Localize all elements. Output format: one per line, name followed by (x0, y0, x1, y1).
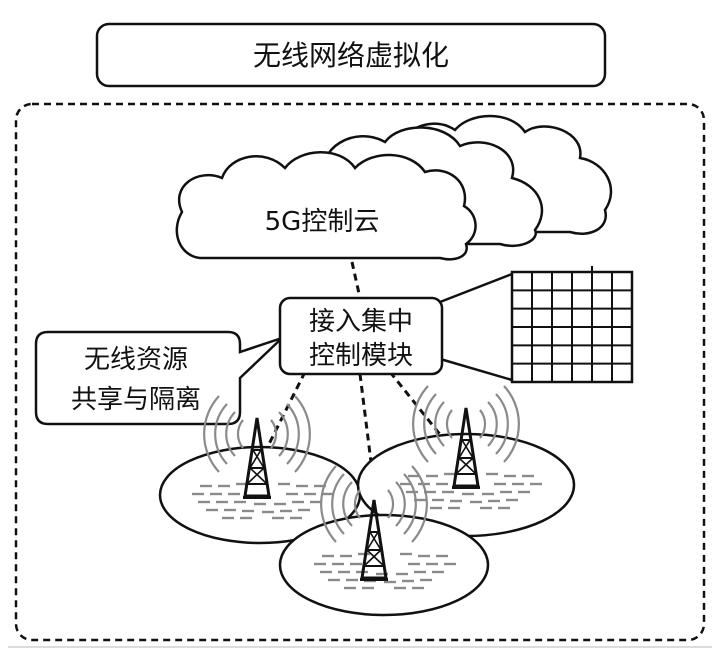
module-line2: 控制模块 (309, 341, 413, 371)
module-line1: 接入集中 (309, 307, 413, 337)
callout-line2: 共享与隔离 (71, 385, 201, 415)
diagram-title: 无线网络虚拟化 (253, 39, 449, 72)
grid-link-bottom (429, 354, 513, 382)
virtualization-frame (14, 102, 706, 642)
resource-grid-icon (510, 266, 634, 384)
cloud-link (350, 261, 362, 299)
access-control-module: 接入集中 控制模块 (278, 296, 444, 376)
cloud-label: 5G控制云 (265, 207, 380, 237)
callout-line1: 无线资源 (84, 345, 188, 375)
cloud-icon (175, 114, 613, 261)
grid-link-top (439, 272, 513, 304)
title-box: 无线网络虚拟化 (95, 22, 607, 88)
resource-sharing-callout: 无线资源 共享与隔离 (34, 330, 283, 426)
